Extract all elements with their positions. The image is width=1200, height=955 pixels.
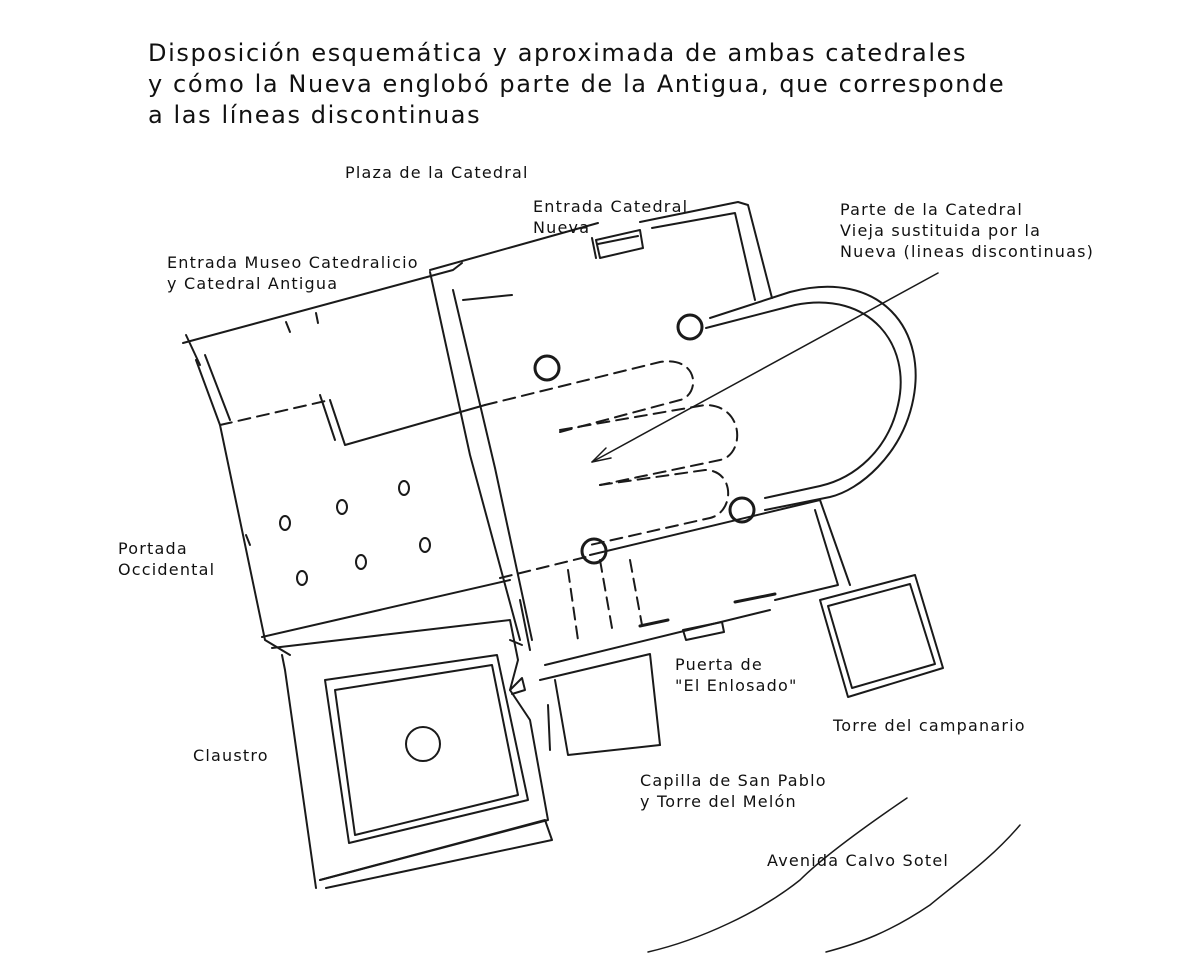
label-capilla-line-1: Capilla de San Pablo bbox=[640, 771, 827, 790]
title-line-3: a las líneas discontinuas bbox=[148, 101, 482, 129]
label-plaza: Plaza de la Catedral bbox=[345, 163, 529, 182]
label-parte-vieja: Parte de la Catedral Vieja sustituida po… bbox=[840, 199, 1094, 262]
label-entrada-nueva-line-1: Entrada Catedral bbox=[533, 197, 689, 216]
label-torre-campanario: Torre del campanario bbox=[833, 716, 1026, 735]
label-capilla: Capilla de San Pablo y Torre del Melón bbox=[640, 770, 827, 812]
cloister bbox=[271, 619, 553, 889]
label-portada-line-2: Occidental bbox=[118, 560, 216, 579]
label-puerta-enlosado: Puerta de "El Enlosado" bbox=[675, 654, 798, 696]
round-piers bbox=[533, 313, 756, 565]
label-puerta-line-1: Puerta de bbox=[675, 655, 763, 674]
title-line-2: y cómo la Nueva englobó parte de la Anti… bbox=[148, 70, 1006, 98]
label-claustro: Claustro bbox=[193, 746, 269, 765]
label-entrada-museo: Entrada Museo Catedralicio y Catedral An… bbox=[167, 252, 419, 294]
old-cathedral-outer-walls bbox=[182, 262, 463, 656]
label-portada-occidental: Portada Occidental bbox=[118, 538, 215, 580]
label-parte-vieja-line-1: Parte de la Catedral bbox=[840, 200, 1024, 219]
nave-walls bbox=[261, 394, 851, 756]
label-entrada-nueva-line-2: Nueva bbox=[533, 218, 591, 237]
label-entrada-museo-line-1: Entrada Museo Catedralicio bbox=[167, 253, 419, 272]
title-line-1: Disposición esquemática y aproximada de … bbox=[148, 39, 968, 67]
new-cathedral-walls bbox=[429, 201, 773, 641]
new-cathedral-entrance bbox=[591, 229, 644, 259]
dashed-old-apses bbox=[219, 360, 739, 641]
label-parte-vieja-line-2: Vieja sustituida por la bbox=[840, 221, 1042, 240]
label-puerta-line-2: "El Enlosado" bbox=[675, 676, 798, 695]
bell-tower bbox=[819, 574, 944, 698]
label-portada-line-1: Portada bbox=[118, 539, 188, 558]
label-entrada-museo-line-2: y Catedral Antigua bbox=[167, 274, 339, 293]
nave-columns bbox=[245, 480, 431, 586]
label-parte-vieja-line-3: Nueva (lineas discontinuas) bbox=[840, 242, 1095, 261]
avenida-lines bbox=[647, 797, 1021, 953]
apse bbox=[705, 285, 917, 511]
diagram-title: Disposición esquemática y aproximada de … bbox=[148, 38, 1148, 131]
ink-accents bbox=[638, 592, 777, 628]
puerta-enlosado-door bbox=[682, 621, 725, 641]
label-entrada-nueva: Entrada Catedral Nueva bbox=[533, 196, 688, 238]
label-capilla-line-2: y Torre del Melón bbox=[640, 792, 797, 811]
label-avenida: Avenida Calvo Sotel bbox=[767, 851, 950, 870]
arrow-old-part bbox=[591, 272, 939, 463]
